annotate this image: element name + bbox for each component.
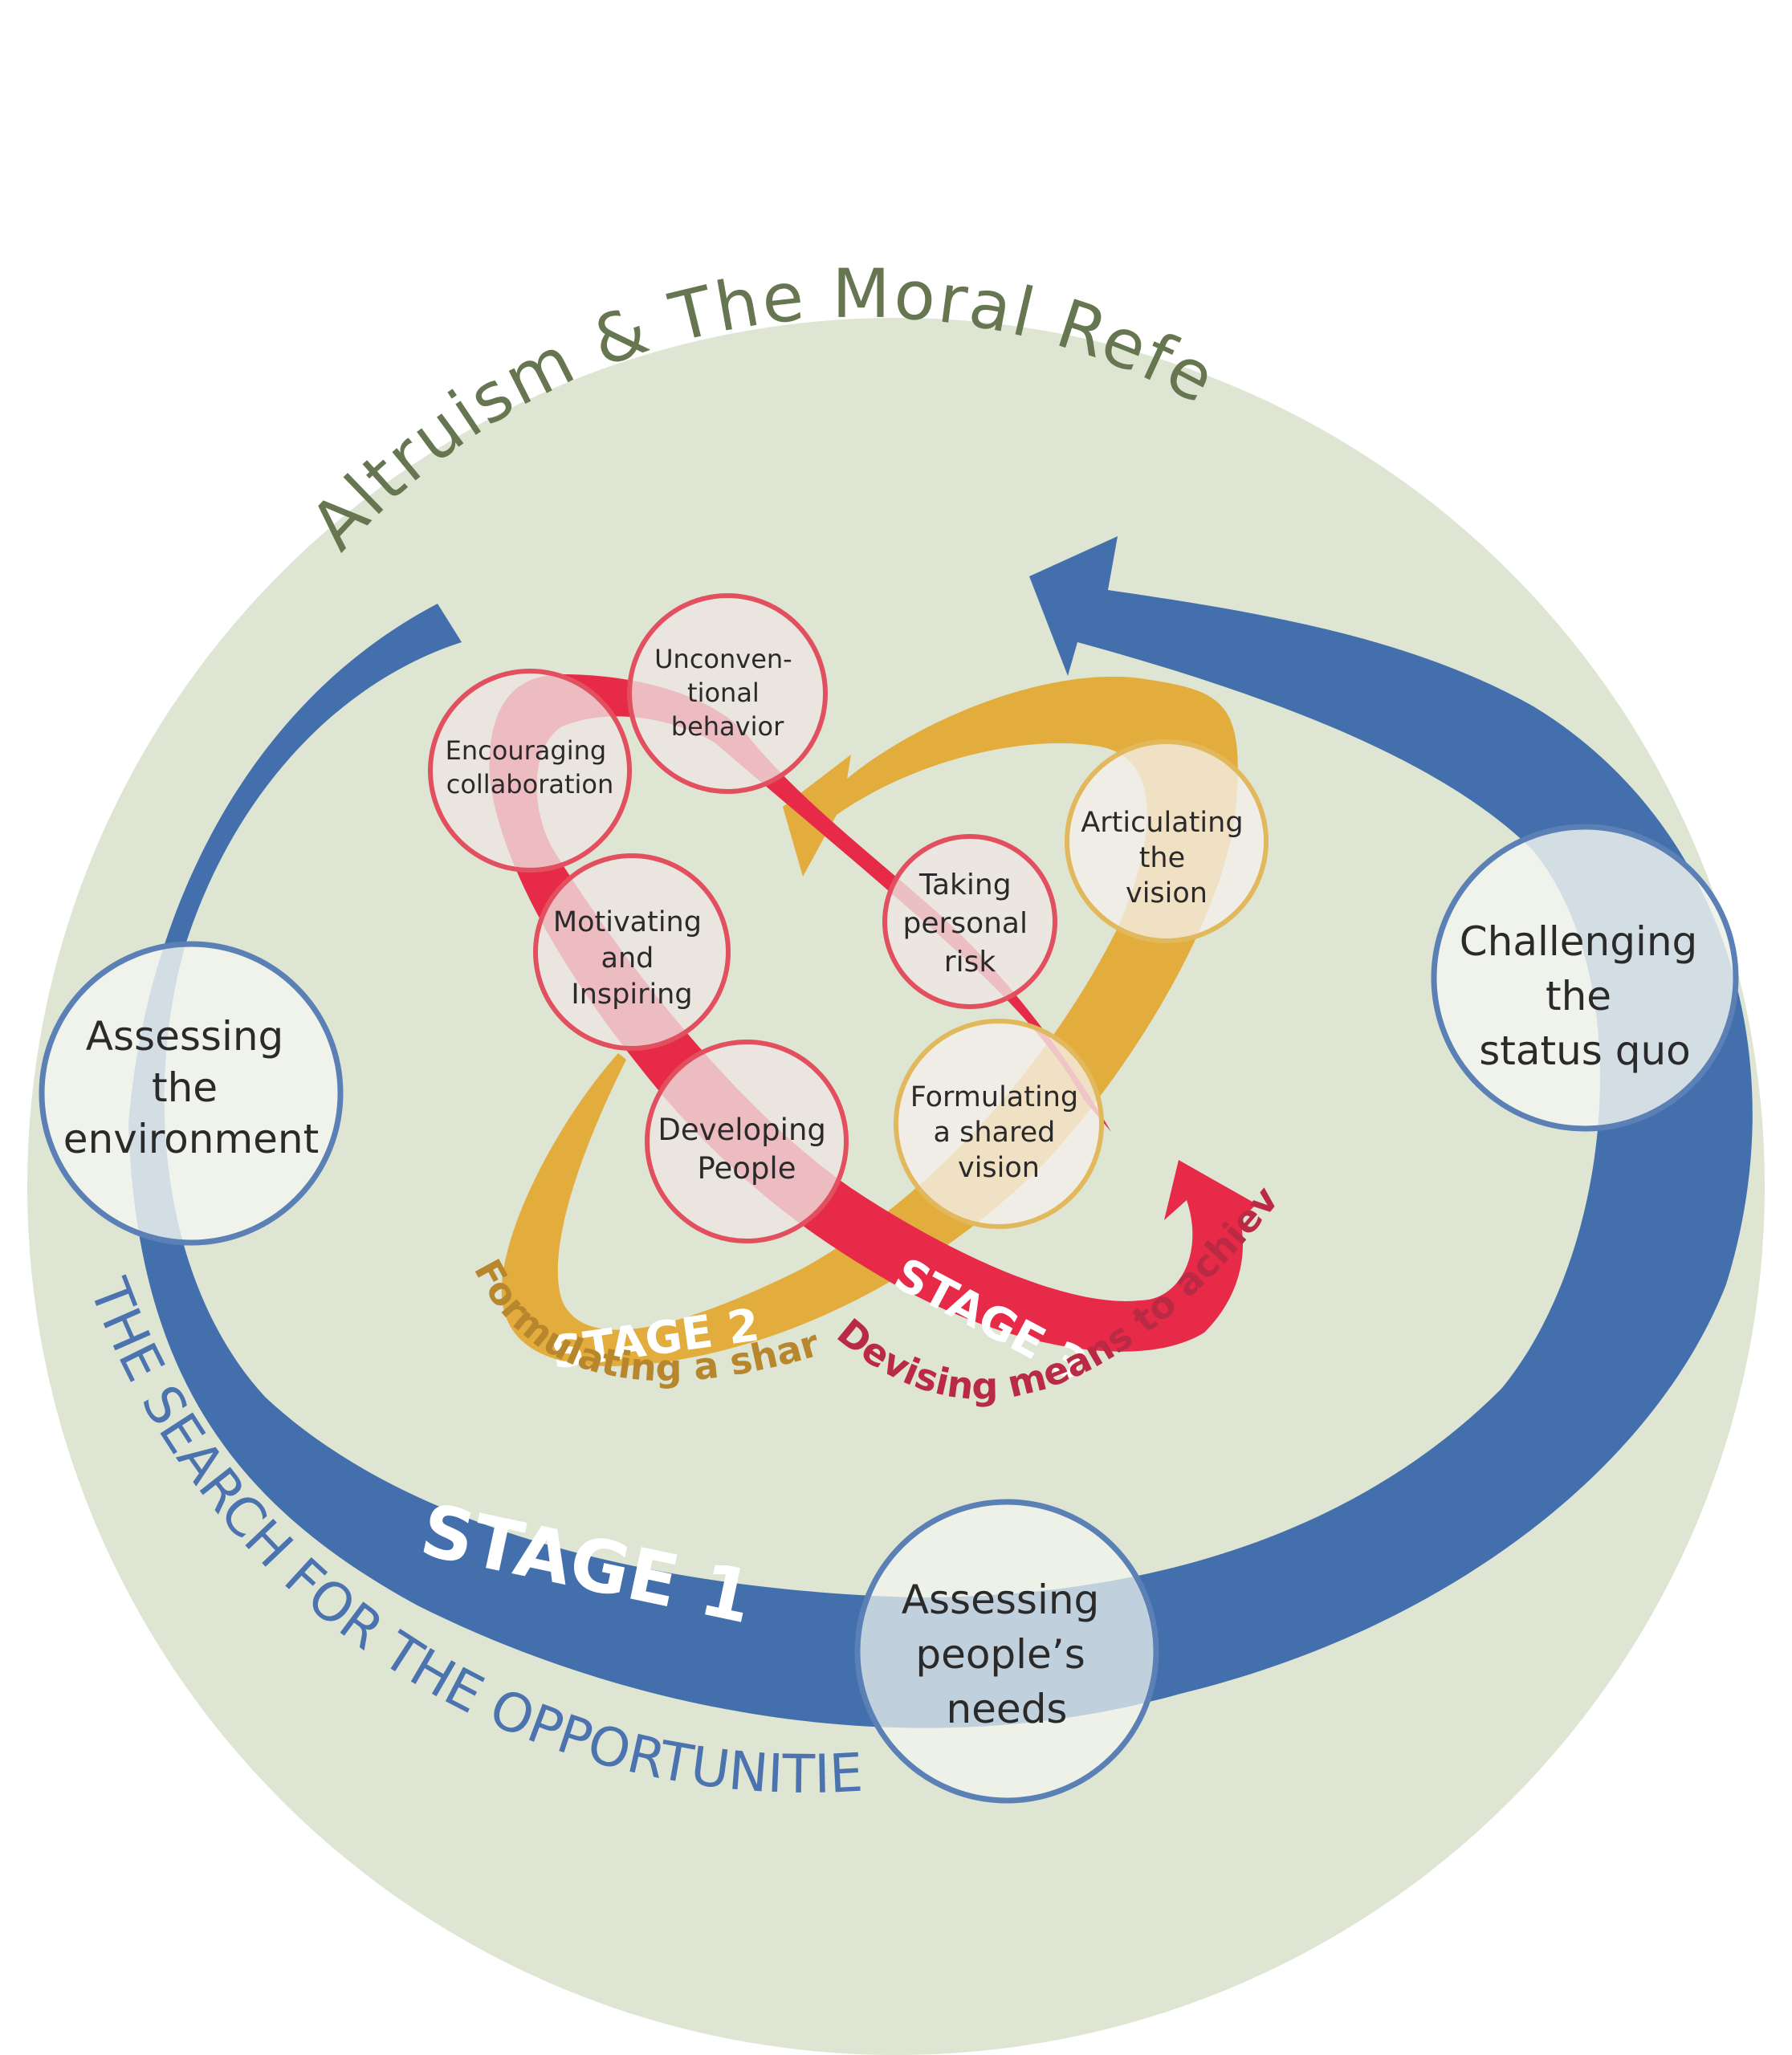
- node-line-3: Inspiring: [571, 979, 692, 1011]
- node-circle: [39, 941, 344, 1246]
- node-label: Assessing the environment: [63, 1013, 319, 1162]
- node-line-1: Formulating: [910, 1081, 1078, 1113]
- node-circle: [894, 1019, 1104, 1229]
- node-challenging-status-quo: Challenging the status quo: [1431, 824, 1739, 1132]
- node-line-2: the: [152, 1064, 218, 1111]
- node-line-1: Assessing: [86, 1013, 283, 1060]
- node-circle: [533, 853, 731, 1051]
- node-line-1: Unconven-: [654, 644, 792, 674]
- node-label: Unconven- tional behavior: [654, 644, 800, 742]
- node-label: Taking personal risk: [903, 869, 1037, 979]
- node-line-3: behavior: [671, 711, 784, 742]
- node-line-2: People: [698, 1151, 796, 1186]
- node-label: Assessing people’s needs: [902, 1577, 1112, 1732]
- node-unconventional-behavior: Unconven- tional behavior: [627, 593, 828, 794]
- node-formulating-shared-vision: Formulating a shared vision: [894, 1019, 1104, 1229]
- node-circle: [428, 669, 632, 873]
- node-line-2: the: [1546, 973, 1611, 1019]
- node-circle: [645, 1040, 849, 1243]
- node-line-3: environment: [63, 1116, 319, 1162]
- node-line-3: status quo: [1479, 1028, 1691, 1074]
- node-circle: [854, 1499, 1159, 1804]
- node-line-1: Motivating: [553, 906, 702, 938]
- node-line-2: people’s: [915, 1631, 1085, 1678]
- node-line-3: vision: [958, 1152, 1040, 1184]
- node-developing-people: Developing People: [645, 1040, 849, 1243]
- node-circle: [882, 834, 1057, 1009]
- node-label: Articulating the vision: [1081, 807, 1252, 909]
- node-circle: [627, 593, 828, 794]
- node-articulating-vision: Articulating the vision: [1065, 739, 1269, 943]
- node-label: Formulating a shared vision: [910, 1081, 1088, 1184]
- node-line-1: Developing: [658, 1113, 826, 1147]
- node-label: Developing People: [658, 1113, 835, 1186]
- node-line-2: tional: [687, 678, 760, 708]
- node-line-2: personal: [903, 907, 1028, 940]
- node-line-3: vision: [1126, 877, 1208, 909]
- node-label: Encouraging collaboration: [446, 735, 615, 800]
- node-line-1: Assessing: [902, 1577, 1099, 1623]
- node-line-1: Challenging: [1460, 918, 1698, 965]
- node-circle: [1431, 824, 1739, 1132]
- node-line-2: collaboration: [446, 769, 614, 800]
- node-encouraging-collaboration: Encouraging collaboration: [428, 669, 632, 873]
- node-line-1: Articulating: [1081, 807, 1243, 839]
- node-label: Challenging the status quo: [1460, 918, 1710, 1074]
- node-line-3: needs: [946, 1686, 1067, 1732]
- node-line-1: Taking: [918, 869, 1012, 901]
- node-motivating-inspiring: Motivating and Inspiring: [533, 853, 731, 1051]
- node-line-2: and: [601, 942, 654, 975]
- node-line-2: the: [1139, 842, 1185, 874]
- node-line-1: Encouraging: [446, 735, 607, 766]
- node-taking-personal-risk: Taking personal risk: [882, 834, 1057, 1009]
- node-line-3: risk: [944, 946, 996, 979]
- node-circle: [1065, 739, 1269, 943]
- node-line-2: a shared: [934, 1117, 1056, 1149]
- node-assessing-environment: Assessing the environment: [39, 941, 344, 1246]
- node-assessing-peoples-needs: Assessing people’s needs: [854, 1499, 1159, 1804]
- node-label: Motivating and Inspiring: [553, 906, 711, 1011]
